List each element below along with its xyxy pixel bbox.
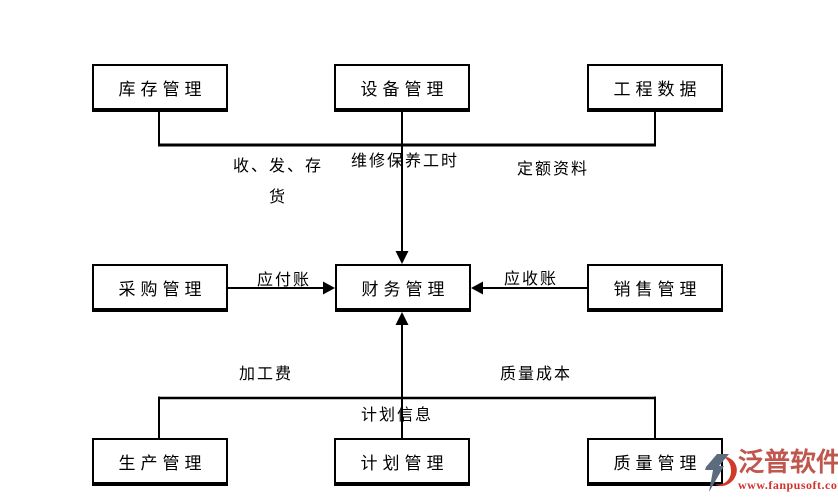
edge-label-inventory-flow-line1: 收、发、存 (232, 158, 323, 175)
brand-watermark: 泛普软件 www.fanpusoft.com (700, 448, 838, 501)
edge-label-accounts-receivable: 应收账 (504, 271, 559, 288)
node-planning: 计划管理 (334, 438, 470, 486)
node-inventory: 库存管理 (92, 64, 228, 112)
node-engineering-data: 工程数据 (587, 64, 723, 112)
brand-url: www.fanpusoft.com (738, 478, 838, 492)
node-sales: 销售管理 (587, 264, 723, 312)
edge-label-plan-info: 计划信息 (361, 407, 434, 424)
node-production: 生产管理 (92, 438, 228, 486)
edge-label-processing-fee: 加工费 (239, 366, 294, 383)
node-equipment: 设备管理 (334, 64, 470, 112)
brand-name: 泛普软件 (738, 448, 838, 477)
edge-label-quota-data: 定额资料 (517, 161, 590, 178)
edge-label-maintenance-hours: 维修保养工时 (351, 153, 460, 170)
fanpu-logo-icon (705, 454, 737, 492)
edge-label-inventory-flow-line2: 货 (268, 189, 287, 206)
edge-label-quality-cost: 质量成本 (500, 366, 573, 383)
node-finance: 财务管理 (335, 264, 471, 312)
edge-label-inventory-flow: 收、发、存 货 (222, 151, 334, 213)
node-purchasing: 采购管理 (92, 264, 228, 312)
edge-label-accounts-payable: 应付账 (257, 272, 312, 289)
